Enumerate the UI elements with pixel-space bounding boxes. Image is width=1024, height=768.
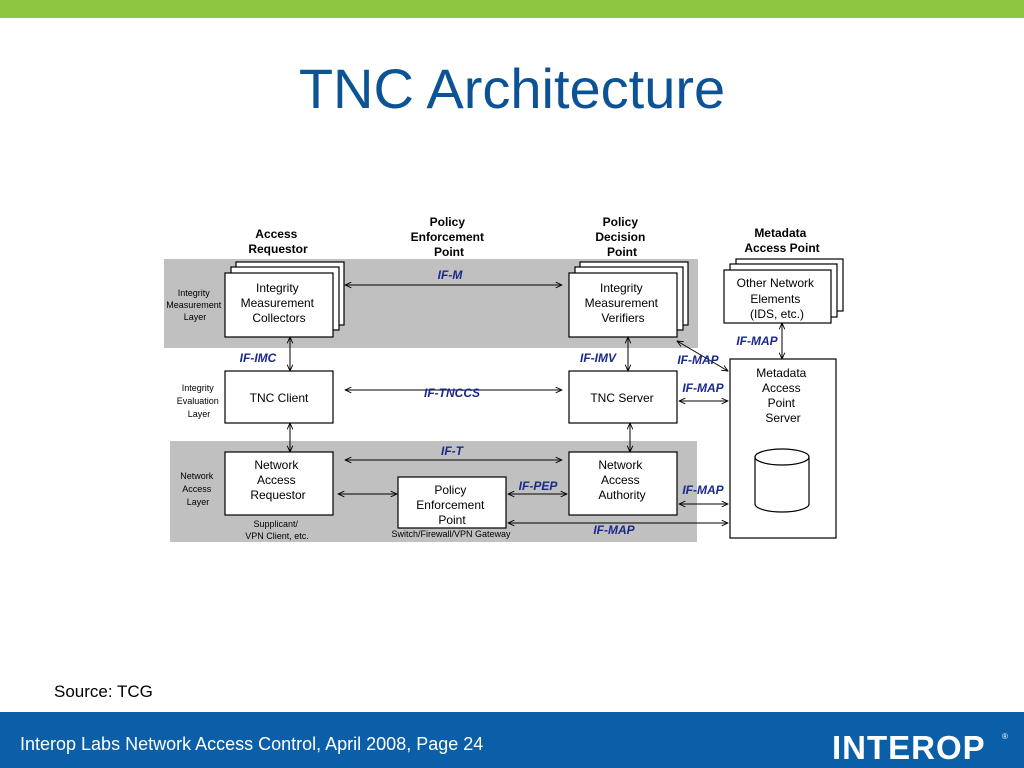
label-if-tnccs: IF-TNCCS: [424, 386, 480, 400]
svg-text:TNC Client: TNC Client: [250, 391, 309, 405]
label-if-map-naa: IF-MAP: [682, 483, 724, 497]
label-if-map-pep: IF-MAP: [593, 523, 635, 537]
header-policy-decision-point: Policy Decision Point: [595, 215, 648, 259]
slide-title: TNC Architecture: [298, 57, 726, 120]
network-access-requestor-box: Network Access Requestor: [224, 451, 334, 516]
connector-arrows: [290, 285, 782, 523]
svg-text:TNC Server: TNC Server: [590, 391, 653, 405]
svg-text:Other Network Elements: Other Network Elements (IDS, etc.): [737, 276, 818, 321]
svg-text:Network Access Aut: Network Access Authority: [598, 458, 645, 502]
label-if-map-other: IF-MAP: [736, 334, 778, 348]
top-accent-bar: [0, 0, 1024, 18]
note-switch-firewall-vpn-gateway: Switch/Firewall/VPN Gateway: [391, 529, 511, 539]
svg-text:Network Access Req: Network Access Requestor: [250, 458, 305, 502]
header-policy-enforcement-point: Policy Enforcement Point: [411, 215, 488, 259]
label-if-map-imv: IF-MAP: [677, 353, 719, 367]
footer-bar: Interop Labs Network Access Control, Apr…: [0, 712, 1024, 768]
source-note: Source: TCG: [54, 682, 153, 701]
svg-text:Integrity Measurement: Integrity Measurement Verifiers: [585, 281, 662, 325]
note-supplicant: Supplicant/ VPN Client, etc.: [245, 519, 309, 541]
network-access-authority-box: Network Access Authority: [568, 451, 678, 516]
database-icon: [754, 448, 810, 513]
policy-enforcement-point-box: Policy Enforcement Point: [397, 476, 507, 529]
tnc-server-box: TNC Server: [568, 370, 678, 424]
other-network-elements-box: Other Network Elements (IDS, etc.): [723, 258, 844, 324]
integrity-measurement-collectors-box: Integrity Measurement Collectors: [224, 261, 345, 338]
svg-text:Metadata Access Po: Metadata Access Point Server: [756, 366, 809, 425]
tnc-client-box: TNC Client: [224, 370, 334, 424]
interop-logo: INTEROP: [832, 729, 986, 766]
svg-text:Policy Enforcement: Policy Enforcement Point: [416, 483, 487, 527]
label-if-imv: IF-IMV: [580, 351, 617, 365]
label-if-map-server: IF-MAP: [682, 381, 724, 395]
label-integrity-evaluation-layer: Integrity Evaluation Layer: [177, 383, 222, 419]
arrow-imv-to-map: [677, 341, 728, 371]
header-metadata-access-point: Metadata Access Point: [744, 226, 819, 255]
label-integrity-measurement-layer: Integrity Measurement Layer: [166, 288, 224, 322]
label-if-t: IF-T: [441, 444, 465, 458]
registered-mark-icon: ®: [1002, 732, 1008, 741]
label-if-m: IF-M: [438, 268, 464, 282]
svg-text:Integrity Measurement: Integrity Measurement Collectors: [241, 281, 318, 325]
label-if-imc: IF-IMC: [240, 351, 277, 365]
footer-text: Interop Labs Network Access Control, Apr…: [20, 734, 484, 754]
label-network-access-layer: Network Access Layer: [180, 471, 216, 507]
integrity-measurement-verifiers-box: Integrity Measurement Verifiers: [568, 261, 689, 338]
label-if-pep: IF-PEP: [519, 479, 559, 493]
header-access-requestor: Access Requestor: [248, 227, 308, 256]
